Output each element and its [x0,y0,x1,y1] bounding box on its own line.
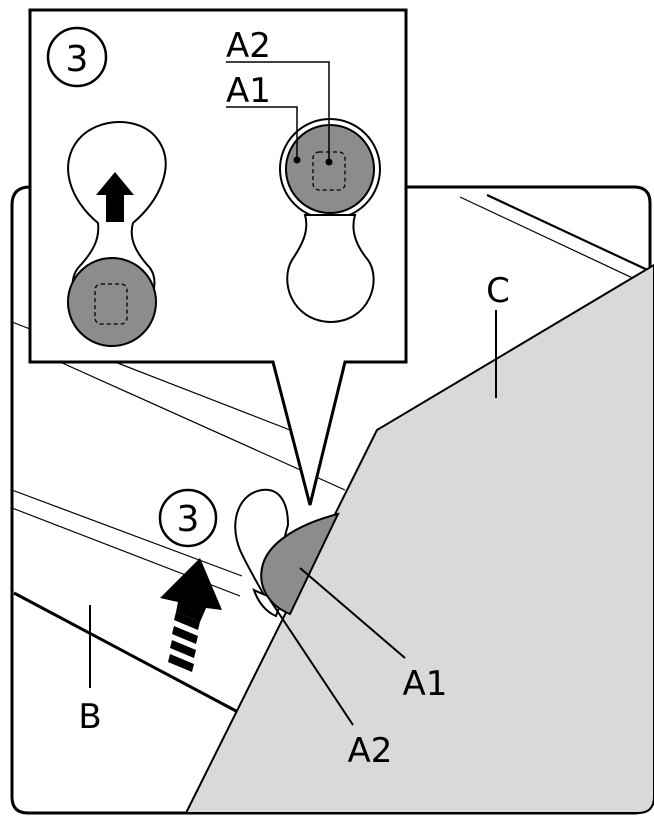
knob-a1 [260,512,340,616]
step-number: 3 [177,499,200,540]
label-c: C [486,271,510,311]
label-a1-inset: A1 [226,71,271,111]
step-number: 3 [66,39,89,80]
up-arrow-icon [160,558,222,672]
callout-leaders [89,310,497,726]
keyhole-after [279,118,381,324]
cover-panel-c [184,263,654,814]
keyhole-before [67,121,167,347]
label-a2-inset: A2 [226,26,271,66]
label-b: B [78,697,101,737]
label-a1: A1 [403,664,448,704]
inset-callout: 3 A2 A1 [28,8,408,506]
up-arrow-icon [96,172,134,222]
inset-leaders [226,61,330,162]
label-a2: A2 [348,731,393,771]
step-badge-main: 3 [158,488,218,548]
step-badge-inset: 3 [46,26,108,88]
